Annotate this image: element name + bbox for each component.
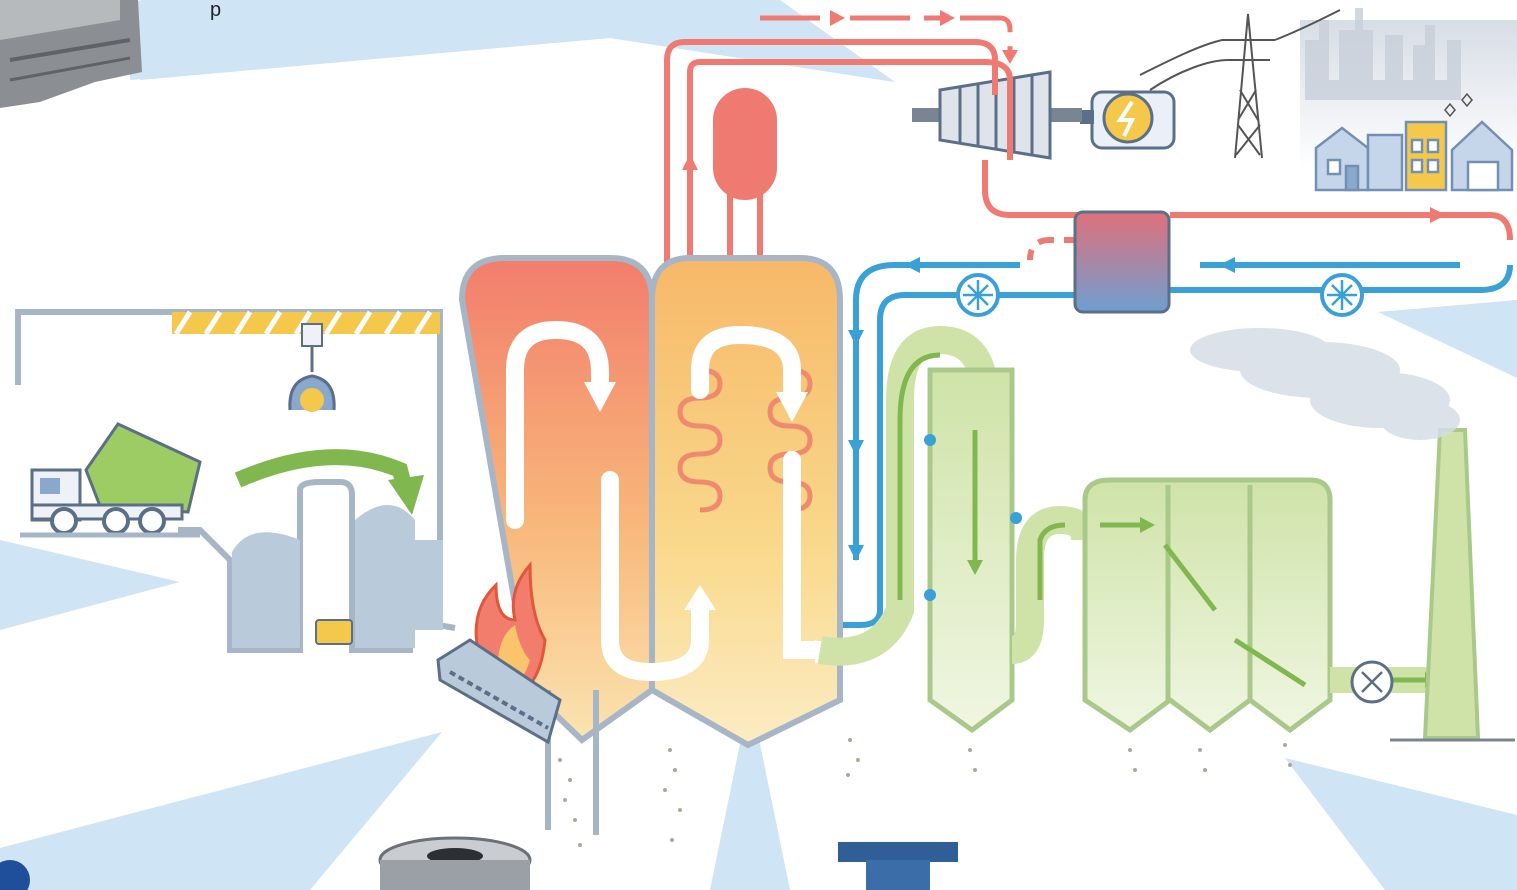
feeder-box	[316, 620, 352, 644]
heat-exchanger-icon	[1075, 212, 1169, 312]
callout-bottom-left	[0, 732, 442, 890]
waste-flow-arrow	[238, 457, 405, 490]
chimney-icon	[1390, 430, 1515, 740]
top-text: p	[210, 0, 221, 20]
callout-bottom-right	[1285, 758, 1517, 890]
smoke-icon	[1190, 328, 1460, 440]
crane-grab-icon	[290, 324, 334, 412]
fan-icon	[1352, 662, 1392, 702]
equipment-photo	[0, 0, 142, 108]
flange-fitting-icon	[380, 838, 530, 890]
callout-left	[0, 540, 180, 630]
ash-particles	[558, 738, 1292, 847]
blue-valve-icon	[838, 842, 958, 890]
steam-drum	[713, 88, 777, 270]
dump-truck-icon	[20, 424, 200, 535]
generator-icon	[1080, 92, 1174, 148]
